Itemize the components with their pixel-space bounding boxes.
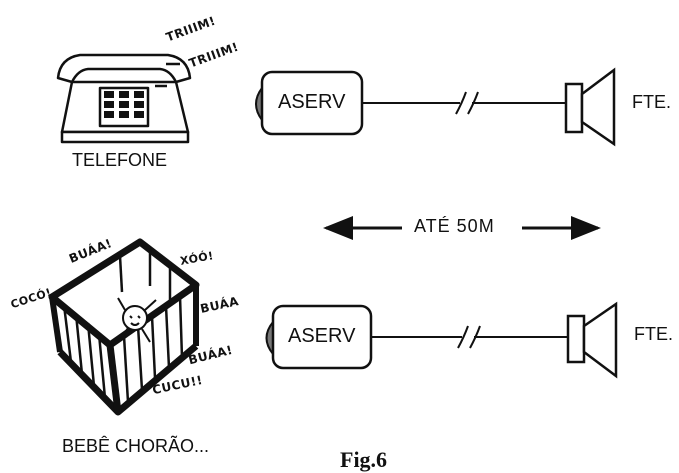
top-speaker-label: FTE. — [632, 92, 671, 112]
baby-caption: BEBÊ CHORÃO... — [62, 436, 210, 456]
telephone-caption: TELEFONE — [72, 150, 168, 170]
baby-crib-icon — [48, 238, 200, 416]
distance-label: ATÉ 50M — [414, 216, 495, 236]
top-speaker-icon — [564, 67, 616, 147]
top-cable — [362, 91, 566, 115]
figure-label: Fig.6 — [340, 447, 388, 472]
bottom-cable — [371, 325, 568, 349]
telephone-icon — [56, 53, 192, 144]
bottom-speaker-label: FTE. — [634, 324, 673, 344]
bottom-aserv-label: ASERV — [288, 325, 356, 347]
top-aserv-label: ASERV — [278, 91, 346, 113]
bottom-speaker-icon — [566, 301, 618, 379]
